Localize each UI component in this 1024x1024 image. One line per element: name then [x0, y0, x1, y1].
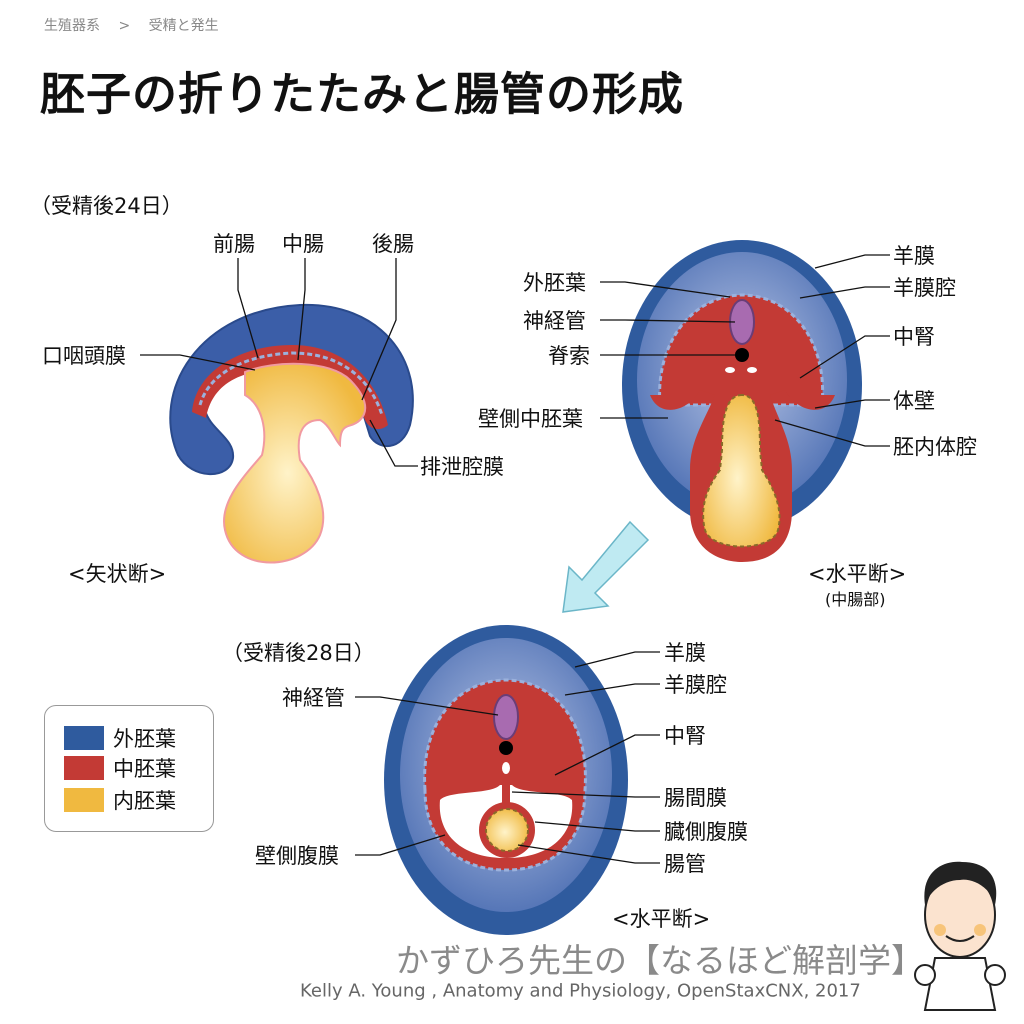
endoderm	[223, 362, 367, 564]
label-mesonephros-28: 中腎	[664, 724, 706, 748]
legend: 外胚葉 中胚葉 内胚葉	[44, 705, 214, 832]
breadcrumb: 生殖器系 > 受精と発生	[44, 15, 219, 35]
label-body-wall: 体壁	[893, 389, 935, 413]
label-amniotic-cavity-28: 羊膜腔	[664, 673, 727, 697]
label-amnion-28: 羊膜	[664, 641, 706, 665]
caption-transverse-day24: <水平断>	[808, 562, 907, 586]
label-visceral-peritoneum: 臓側腹膜	[664, 820, 748, 844]
label-hindgut: 後腸	[372, 232, 414, 256]
caption-sagittal: <矢状断>	[68, 562, 167, 586]
label-mesonephros: 中腎	[893, 325, 935, 349]
breadcrumb-parent[interactable]: 生殖器系	[44, 18, 100, 34]
transverse-section-day24	[622, 240, 862, 562]
legend-swatch-endoderm	[64, 788, 104, 812]
arrow	[562, 520, 650, 613]
label-oropharyngeal-membrane: 口咽頭膜	[42, 344, 126, 368]
legend-label: 中胚葉	[113, 757, 176, 781]
label-notochord: 脊索	[548, 344, 590, 368]
footer-brand: かずひろ先生の【なるほど解剖学】	[396, 941, 924, 980]
footer-citation: Kelly A. Young , Anatomy and Physiology,…	[300, 980, 861, 1002]
label-amniotic-cavity: 羊膜腔	[893, 276, 956, 300]
label-parietal-peritoneum: 壁側腹膜	[255, 844, 339, 868]
label-cloacal-membrane: 排泄腔膜	[420, 455, 504, 479]
label-parietal-mesoderm: 壁側中胚葉	[478, 407, 583, 431]
label-midgut: 中腸	[282, 232, 324, 256]
breadcrumb-separator: >	[118, 18, 131, 34]
mesoderm	[192, 345, 388, 430]
day28-label: （受精後28日）	[222, 641, 375, 665]
label-neural-tube-28: 神経管	[282, 686, 345, 710]
transverse-section-day28	[384, 625, 628, 935]
legend-label: 外胚葉	[113, 727, 176, 751]
label-foregut: 前腸	[213, 232, 255, 256]
caption-transverse-day28: <水平断>	[612, 907, 711, 931]
sagittal-section	[169, 303, 414, 564]
doctor-mascot-illustration	[914, 861, 1006, 1011]
breadcrumb-current: 受精と発生	[148, 18, 219, 34]
subcaption-midgut: (中腸部)	[825, 590, 886, 609]
label-mesentery: 腸間膜	[664, 786, 727, 810]
label-coelom: 胚内体腔	[893, 435, 977, 459]
leader-lines	[140, 254, 890, 864]
day24-label: （受精後24日）	[30, 194, 183, 218]
page-title: 胚子の折りたたみと腸管の形成	[40, 67, 685, 121]
label-amnion: 羊膜	[893, 244, 935, 268]
legend-swatch-ectoderm	[64, 726, 104, 750]
legend-swatch-mesoderm	[64, 756, 104, 780]
legend-label: 内胚葉	[113, 789, 176, 813]
label-gut: 腸管	[664, 852, 706, 876]
label-neural-tube: 神経管	[523, 309, 586, 333]
label-ectoderm: 外胚葉	[523, 271, 586, 295]
